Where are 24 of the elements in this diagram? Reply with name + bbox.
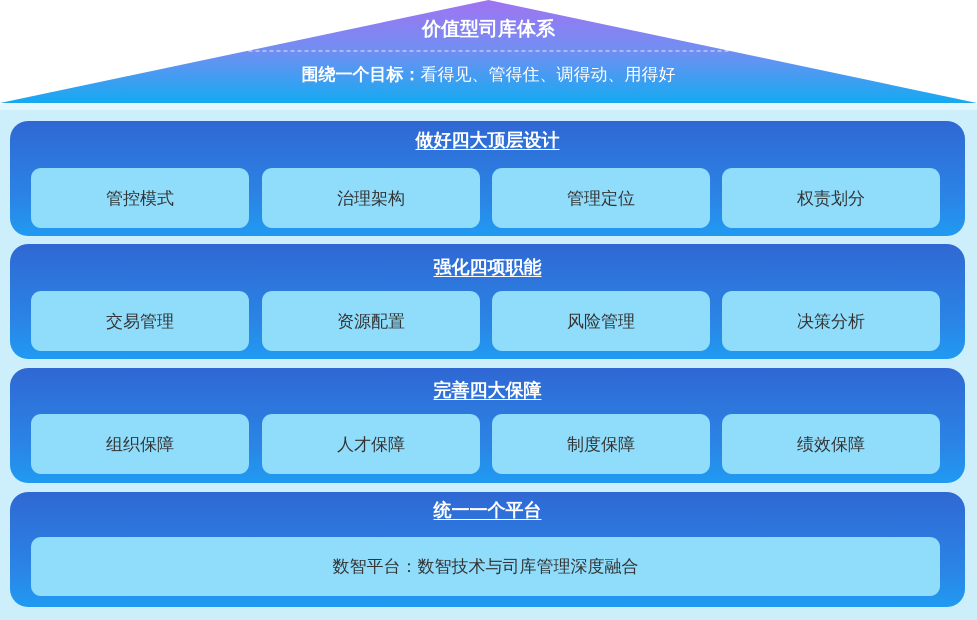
- item-card: 数智平台：数智技术与司库管理深度融合: [31, 537, 940, 596]
- item-card: 决策分析: [722, 291, 940, 351]
- goal-text: 围绕一个目标：看得见、管得住、调得动、用得好: [302, 64, 676, 87]
- layer-band: [10, 121, 965, 236]
- band-heading: 做好四大顶层设计: [416, 129, 560, 153]
- item-card: 人才保障: [262, 414, 480, 474]
- item-card: 绩效保障: [722, 414, 940, 474]
- item-card: 管控模式: [31, 168, 249, 228]
- item-card: 管理定位: [492, 168, 710, 228]
- item-card: 治理架构: [262, 168, 480, 228]
- item-card: 资源配置: [262, 291, 480, 351]
- band-heading: 统一一个平台: [434, 499, 542, 523]
- item-card: 交易管理: [31, 291, 249, 351]
- layer-band: [10, 492, 965, 607]
- roof-title: 价值型司库体系: [422, 17, 555, 42]
- layer-band: [10, 244, 965, 359]
- band-heading: 强化四项职能: [434, 256, 542, 280]
- roof-triangle: [0, 0, 977, 104]
- item-card: 组织保障: [31, 414, 249, 474]
- layer-band: [10, 368, 965, 483]
- band-heading: 完善四大保障: [434, 379, 542, 403]
- item-card: 权责划分: [722, 168, 940, 228]
- item-card: 制度保障: [492, 414, 710, 474]
- item-card: 风险管理: [492, 291, 710, 351]
